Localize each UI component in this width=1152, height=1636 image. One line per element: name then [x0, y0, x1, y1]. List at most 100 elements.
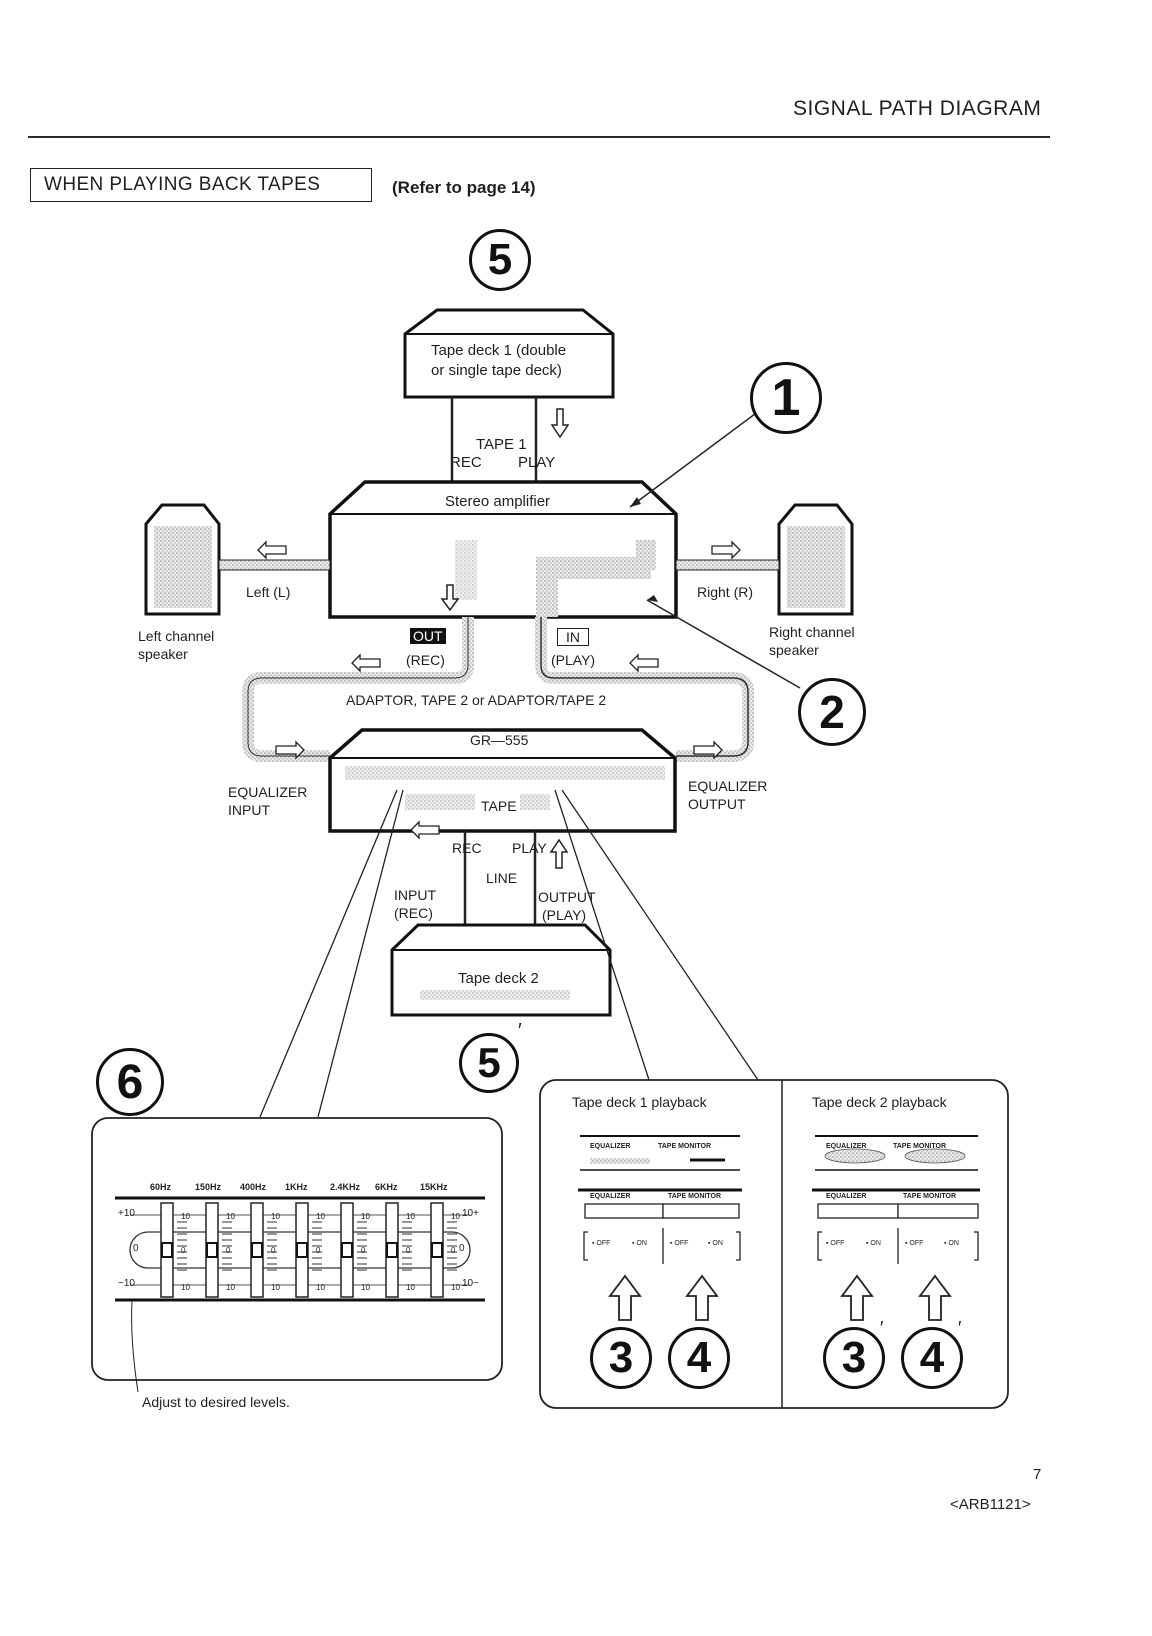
callout-5: 5	[469, 229, 531, 291]
up-arrow-icon	[918, 1274, 952, 1321]
callout-1-leader	[629, 407, 764, 508]
zoom-line	[554, 789, 651, 1084]
eq-slider-scale-label: 0	[271, 1246, 276, 1255]
callout-2: 2	[798, 678, 866, 746]
adaptor-loop-label: ADAPTOR, TAPE 2 or ADAPTOR/TAPE 2	[346, 692, 607, 708]
out-terminal-label: OUT	[410, 628, 446, 644]
callout-4-prime: 4	[901, 1327, 963, 1389]
deck1-eq-off: ▪ OFF	[592, 1240, 611, 1247]
right-speaker-label-1: Right channel	[769, 624, 855, 640]
eq-slider-scale-label: 10	[316, 1283, 325, 1292]
up-arrow-icon	[549, 838, 569, 869]
line-rec-label: REC	[452, 840, 482, 856]
header-rule	[28, 136, 1050, 138]
up-arrow-icon	[685, 1274, 719, 1321]
page-header-title: SIGNAL PATH DIAGRAM	[793, 97, 1042, 120]
tape-monitor-switch-1	[662, 1203, 740, 1219]
equalizer-switch-1	[584, 1203, 664, 1219]
eq-output-label-2: OUTPUT	[688, 796, 746, 812]
deck1-tm-on: ▪ ON	[708, 1240, 723, 1247]
stereo-amplifier-box	[328, 480, 678, 619]
input-label-1: INPUT	[394, 887, 436, 903]
left-arrow-icon	[351, 653, 381, 673]
eq-slider-scale-label: 10	[271, 1283, 280, 1292]
right-arrow-icon	[711, 540, 741, 560]
output-label-1: OUTPUT	[538, 889, 596, 905]
zoom-line	[561, 789, 761, 1084]
down-arrow-icon	[550, 408, 570, 439]
equalizer-model-label: GR—555	[470, 732, 529, 748]
left-arrow-icon	[410, 820, 440, 840]
deck2-playback-title: Tape deck 2 playback	[812, 1094, 947, 1110]
right-speaker-wire	[675, 559, 780, 571]
output-label-2: (PLAY)	[542, 907, 587, 923]
left-speaker-label-1: Left channel	[138, 628, 215, 644]
left-arrow-icon	[629, 653, 659, 673]
callout-1: 1	[750, 362, 822, 434]
eq-slider-scale-label: 10	[406, 1283, 415, 1292]
tape-monitor-switch-2	[897, 1203, 979, 1219]
eq-scale-bot-left: −10	[118, 1278, 135, 1289]
callout-4-prime-mark: ′	[958, 1318, 962, 1338]
eq-scale-top-right: 10+	[462, 1208, 479, 1219]
right-arrow-icon	[275, 740, 305, 760]
input-label-2: (REC)	[394, 905, 433, 921]
eq-input-label-2: INPUT	[228, 802, 270, 818]
eq-slider-scale-label: 10	[451, 1212, 460, 1221]
tape-deck-1-label-2: or single tape deck)	[431, 362, 562, 379]
eq-slider-scale-label: 10	[361, 1212, 370, 1221]
left-speaker-wire	[218, 559, 331, 571]
up-arrow-icon	[608, 1274, 642, 1321]
eq-frequency-label: 150Hz	[195, 1182, 222, 1192]
callout-3: 3	[590, 1327, 652, 1389]
callout-3-prime-mark: ′	[880, 1318, 884, 1338]
eq-slider-scale-label: 0	[226, 1246, 231, 1255]
eq-scale-mid-right: 0	[459, 1243, 465, 1254]
in-play-label: (PLAY)	[551, 652, 596, 668]
deck1-eq-label-top: EQUALIZER	[590, 1143, 631, 1150]
eq-slider-scale-label: 10	[451, 1283, 460, 1292]
eq-slider-scale-label: 0	[316, 1246, 321, 1255]
page-number: 7	[1033, 1466, 1042, 1483]
deck2-eq-off: ▪ OFF	[826, 1240, 845, 1247]
equalizer-switch-2	[817, 1203, 899, 1219]
tape-deck-1-box	[403, 308, 615, 399]
section-title: WHEN PLAYING BACK TAPES	[44, 174, 321, 195]
callout-3-prime: 3	[823, 1327, 885, 1389]
deck2-eq-label-top: EQUALIZER	[826, 1143, 867, 1150]
line-label: LINE	[486, 870, 518, 886]
eq-slider-scale-label: 0	[181, 1246, 186, 1255]
line-play-label: PLAY	[512, 840, 547, 856]
left-speaker	[144, 503, 221, 616]
tape-deck-1-label-1: Tape deck 1 (double	[431, 342, 567, 359]
eq-slider-scale-label: 10	[226, 1283, 235, 1292]
eq-scale-mid-left: 0	[133, 1243, 139, 1254]
deck2-tm-on: ▪ ON	[944, 1240, 959, 1247]
eq-slider-knob	[161, 1242, 173, 1258]
eq-frequency-label: 15KHz	[420, 1182, 448, 1192]
deck1-tm-off: ▪ OFF	[670, 1240, 689, 1247]
eq-slider-scale-label: 0	[361, 1246, 366, 1255]
callout-2-leader	[646, 599, 801, 689]
eq-scale-top-left: +10	[118, 1208, 135, 1219]
zoom-line	[317, 789, 404, 1118]
right-speaker	[777, 503, 854, 616]
eq-slider-scale-label: 10	[406, 1212, 415, 1221]
left-channel-wire-label: Left (L)	[246, 584, 291, 600]
section-title-box: WHEN PLAYING BACK TAPES	[30, 168, 372, 202]
deck2-tm-label-top: TAPE MONITOR	[893, 1143, 947, 1150]
right-channel-wire-label: Right (R)	[697, 584, 754, 600]
in-terminal-label: IN	[557, 628, 589, 646]
deck1-tm-label-top: TAPE MONITOR	[658, 1143, 712, 1150]
eq-scale-bot-right: 10−	[462, 1278, 479, 1289]
eq-frequency-label: 1KHz	[285, 1182, 308, 1192]
equalizer-gr555-box	[328, 728, 677, 833]
caption-leader	[131, 1299, 139, 1393]
deck1-tm-label: TAPE MONITOR	[668, 1193, 722, 1200]
eq-slider-knob	[296, 1242, 308, 1258]
eq-slider-scale-label: 10	[226, 1212, 235, 1221]
